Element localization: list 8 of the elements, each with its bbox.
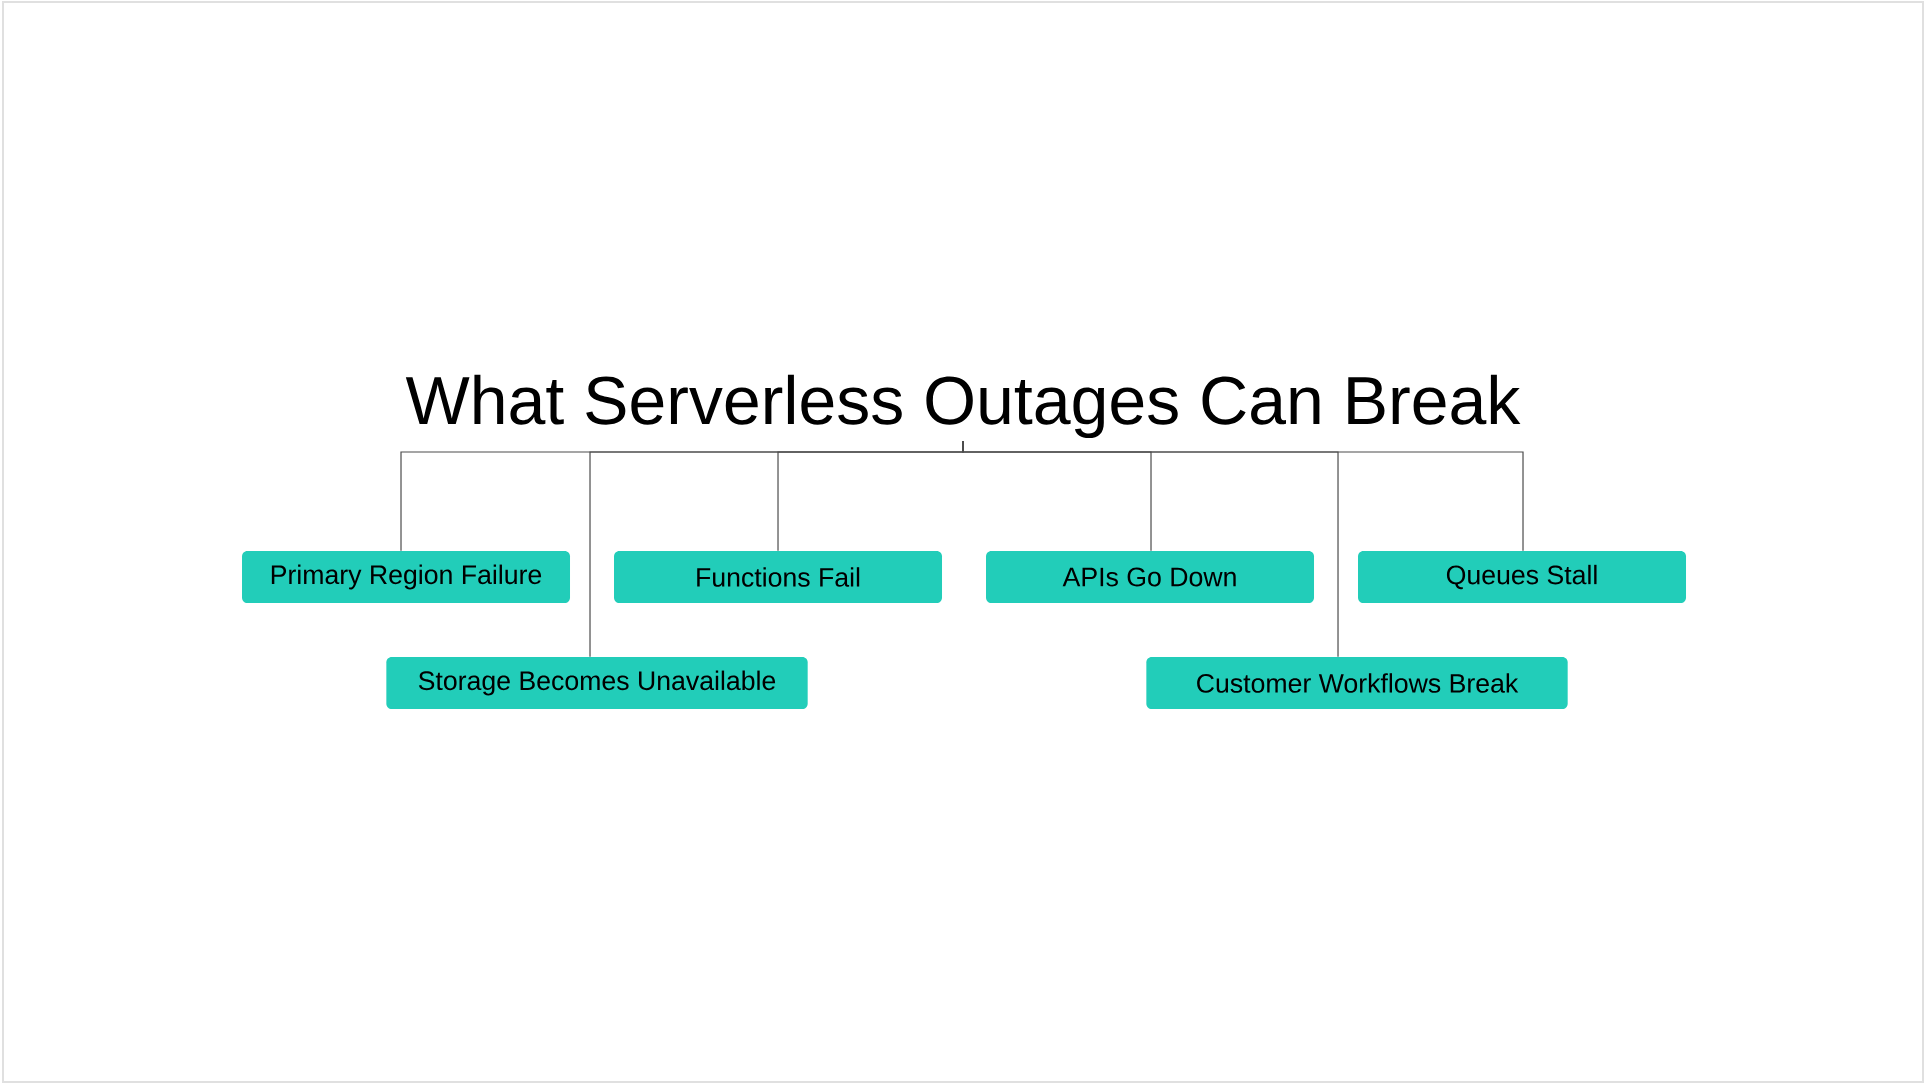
- process-box: Primary Region Failure: [242, 551, 570, 603]
- process-box: Storage Becomes Unavailable: [386, 657, 808, 709]
- process-box: Queues Stall: [1358, 551, 1686, 603]
- connector-line: [962, 440, 1524, 552]
- process-box: APIs Go Down: [986, 551, 1314, 603]
- title: What Serverless Outages Can Break: [405, 374, 1521, 439]
- process-box: Functions Fail: [614, 551, 942, 603]
- process-box: Customer Workflows Break: [1146, 657, 1568, 709]
